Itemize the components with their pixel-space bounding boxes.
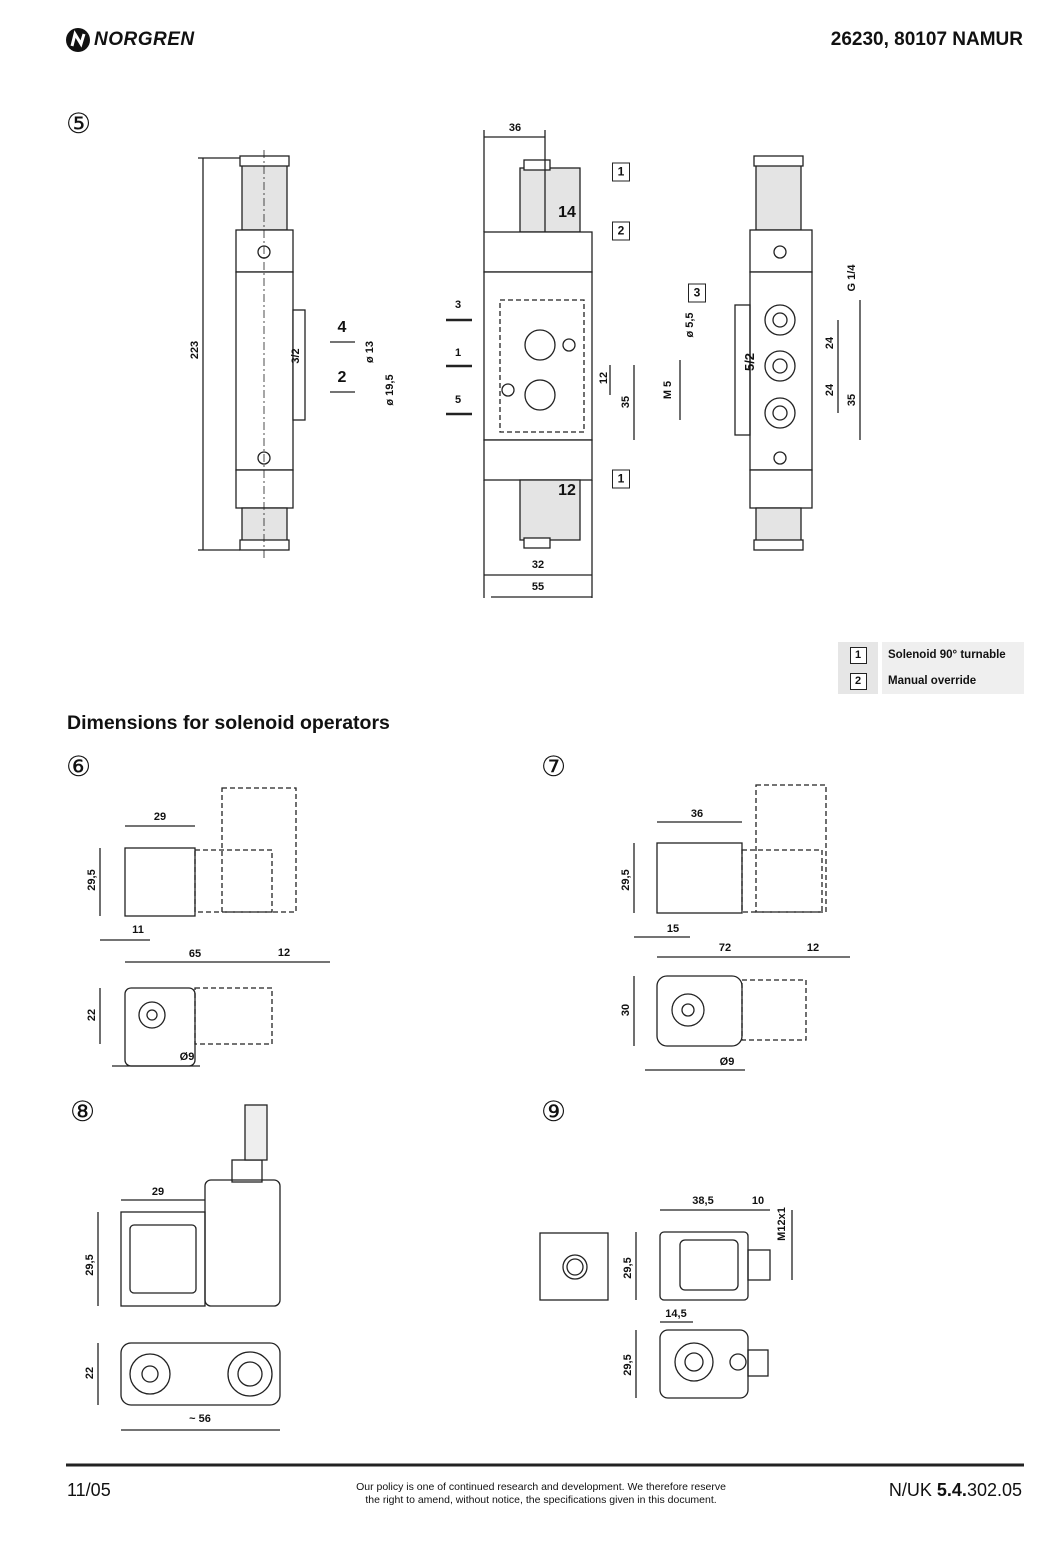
dim-35-right: 35 [846,393,858,407]
brand-logo: NORGREN [65,27,195,53]
dim-dia-19-5: ø 19,5 [384,374,396,406]
figure7-drawing [633,784,850,1071]
dim-24-top: 24 [824,336,836,350]
port-5-label: 5 [454,394,462,406]
code-suffix: 302.05 [966,1480,1022,1500]
dim-m5: M 5 [662,380,674,400]
dim-29: 29 [153,811,167,823]
dim-dia-5-5: ø 5,5 [684,312,696,338]
figure5-right-view [679,155,861,551]
dim-height-223: 223 [189,340,201,360]
dim-29-5: 29,5 [620,869,632,891]
dim-22: 22 [86,1008,98,1022]
dim-12: 12 [806,942,820,954]
thread-m12x1: M12x1 [776,1207,788,1241]
port-1-label: 1 [454,347,462,359]
dim-65: 65 [188,948,202,960]
legend-text: Solenoid 90° turnable [882,642,1024,668]
document-title: 26230, 80107 NAMUR [830,29,1023,50]
dim-12: 12 [277,947,291,959]
dim-32: 32 [531,559,545,571]
dim-29-5: 29,5 [86,869,98,891]
code-section: 5.4. [936,1480,967,1500]
footer-policy: Our policy is one of continued research … [300,1481,782,1507]
legend-item: 1 Solenoid 90° turnable [838,642,1024,668]
dim-dia-13: ø 13 [364,340,376,364]
code-prefix: N/UK [888,1480,937,1500]
dim-36: 36 [690,808,704,820]
policy-line-2: the right to amend, without notice, the … [365,1494,717,1506]
thread-g-1-4: G 1/4 [846,264,858,292]
dim-55: 55 [531,581,545,593]
legend-text: Manual override [882,668,1024,694]
callout-1-bottom: 1 [612,469,630,489]
dim-29-5: 29,5 [84,1254,96,1276]
figure5-number: ⑤ [66,108,92,139]
dim-15: 15 [666,923,680,935]
figure5-front-view [446,130,635,598]
dim-dia-9: Ø9 [179,1051,195,1063]
callout-1-top: 1 [612,162,630,182]
figure8-number: ⑧ [70,1096,96,1127]
port-4-label: 4 [337,319,347,336]
callout-3: 3 [688,283,706,303]
document-code: N/UK 5.4.302.05 [889,1480,1022,1501]
legend-item: 2 Manual override [838,668,1024,694]
dim-56: ~ 56 [189,1413,211,1425]
norgren-logo-icon [66,28,90,52]
port-2-label: 2 [337,369,347,386]
dim-11: 11 [132,924,144,936]
port-3-label: 3 [454,299,462,311]
dim-30: 30 [620,1003,632,1017]
callout-2: 2 [612,221,630,241]
brand-name: NORGREN [94,29,195,50]
dim-35: 35 [620,395,632,409]
dim-dia-9: Ø9 [719,1056,735,1068]
figure8-drawing [97,1104,281,1431]
dim-10: 10 [751,1195,765,1207]
dim-72: 72 [718,942,732,954]
coil-12-label: 12 [558,482,576,499]
function-5-2-label: 5/2 [742,352,757,372]
function-3-2-label: 3/2 [290,348,302,364]
dim-36: 36 [508,122,522,134]
dim-29-5-bottom: 29,5 [622,1354,634,1376]
dim-29: 29 [151,1186,165,1198]
figure7-number: ⑦ [541,751,567,782]
dim-12: 12 [598,371,610,385]
legend-number: 2 [849,672,867,690]
policy-line-1: Our policy is one of continued research … [356,1481,726,1493]
figure6-number: ⑥ [66,751,92,782]
figure9-drawing [539,1209,793,1399]
figure6-drawing [99,787,330,1067]
legend-number: 1 [849,646,867,664]
figure9-number: ⑨ [541,1096,567,1127]
footer-date: 11/05 [67,1480,111,1500]
dim-29-5: 29,5 [622,1257,634,1279]
dim-24-bottom: 24 [824,383,836,397]
legend: 1 Solenoid 90° turnable 2 Manual overrid… [838,642,1024,695]
dim-38-5: 38,5 [692,1195,714,1207]
dim-22: 22 [84,1366,96,1380]
figure5-left-view [198,150,355,558]
dim-14-5: 14,5 [665,1308,687,1320]
section-title: Dimensions for solenoid operators [67,712,390,734]
coil-14-label: 14 [558,204,576,221]
